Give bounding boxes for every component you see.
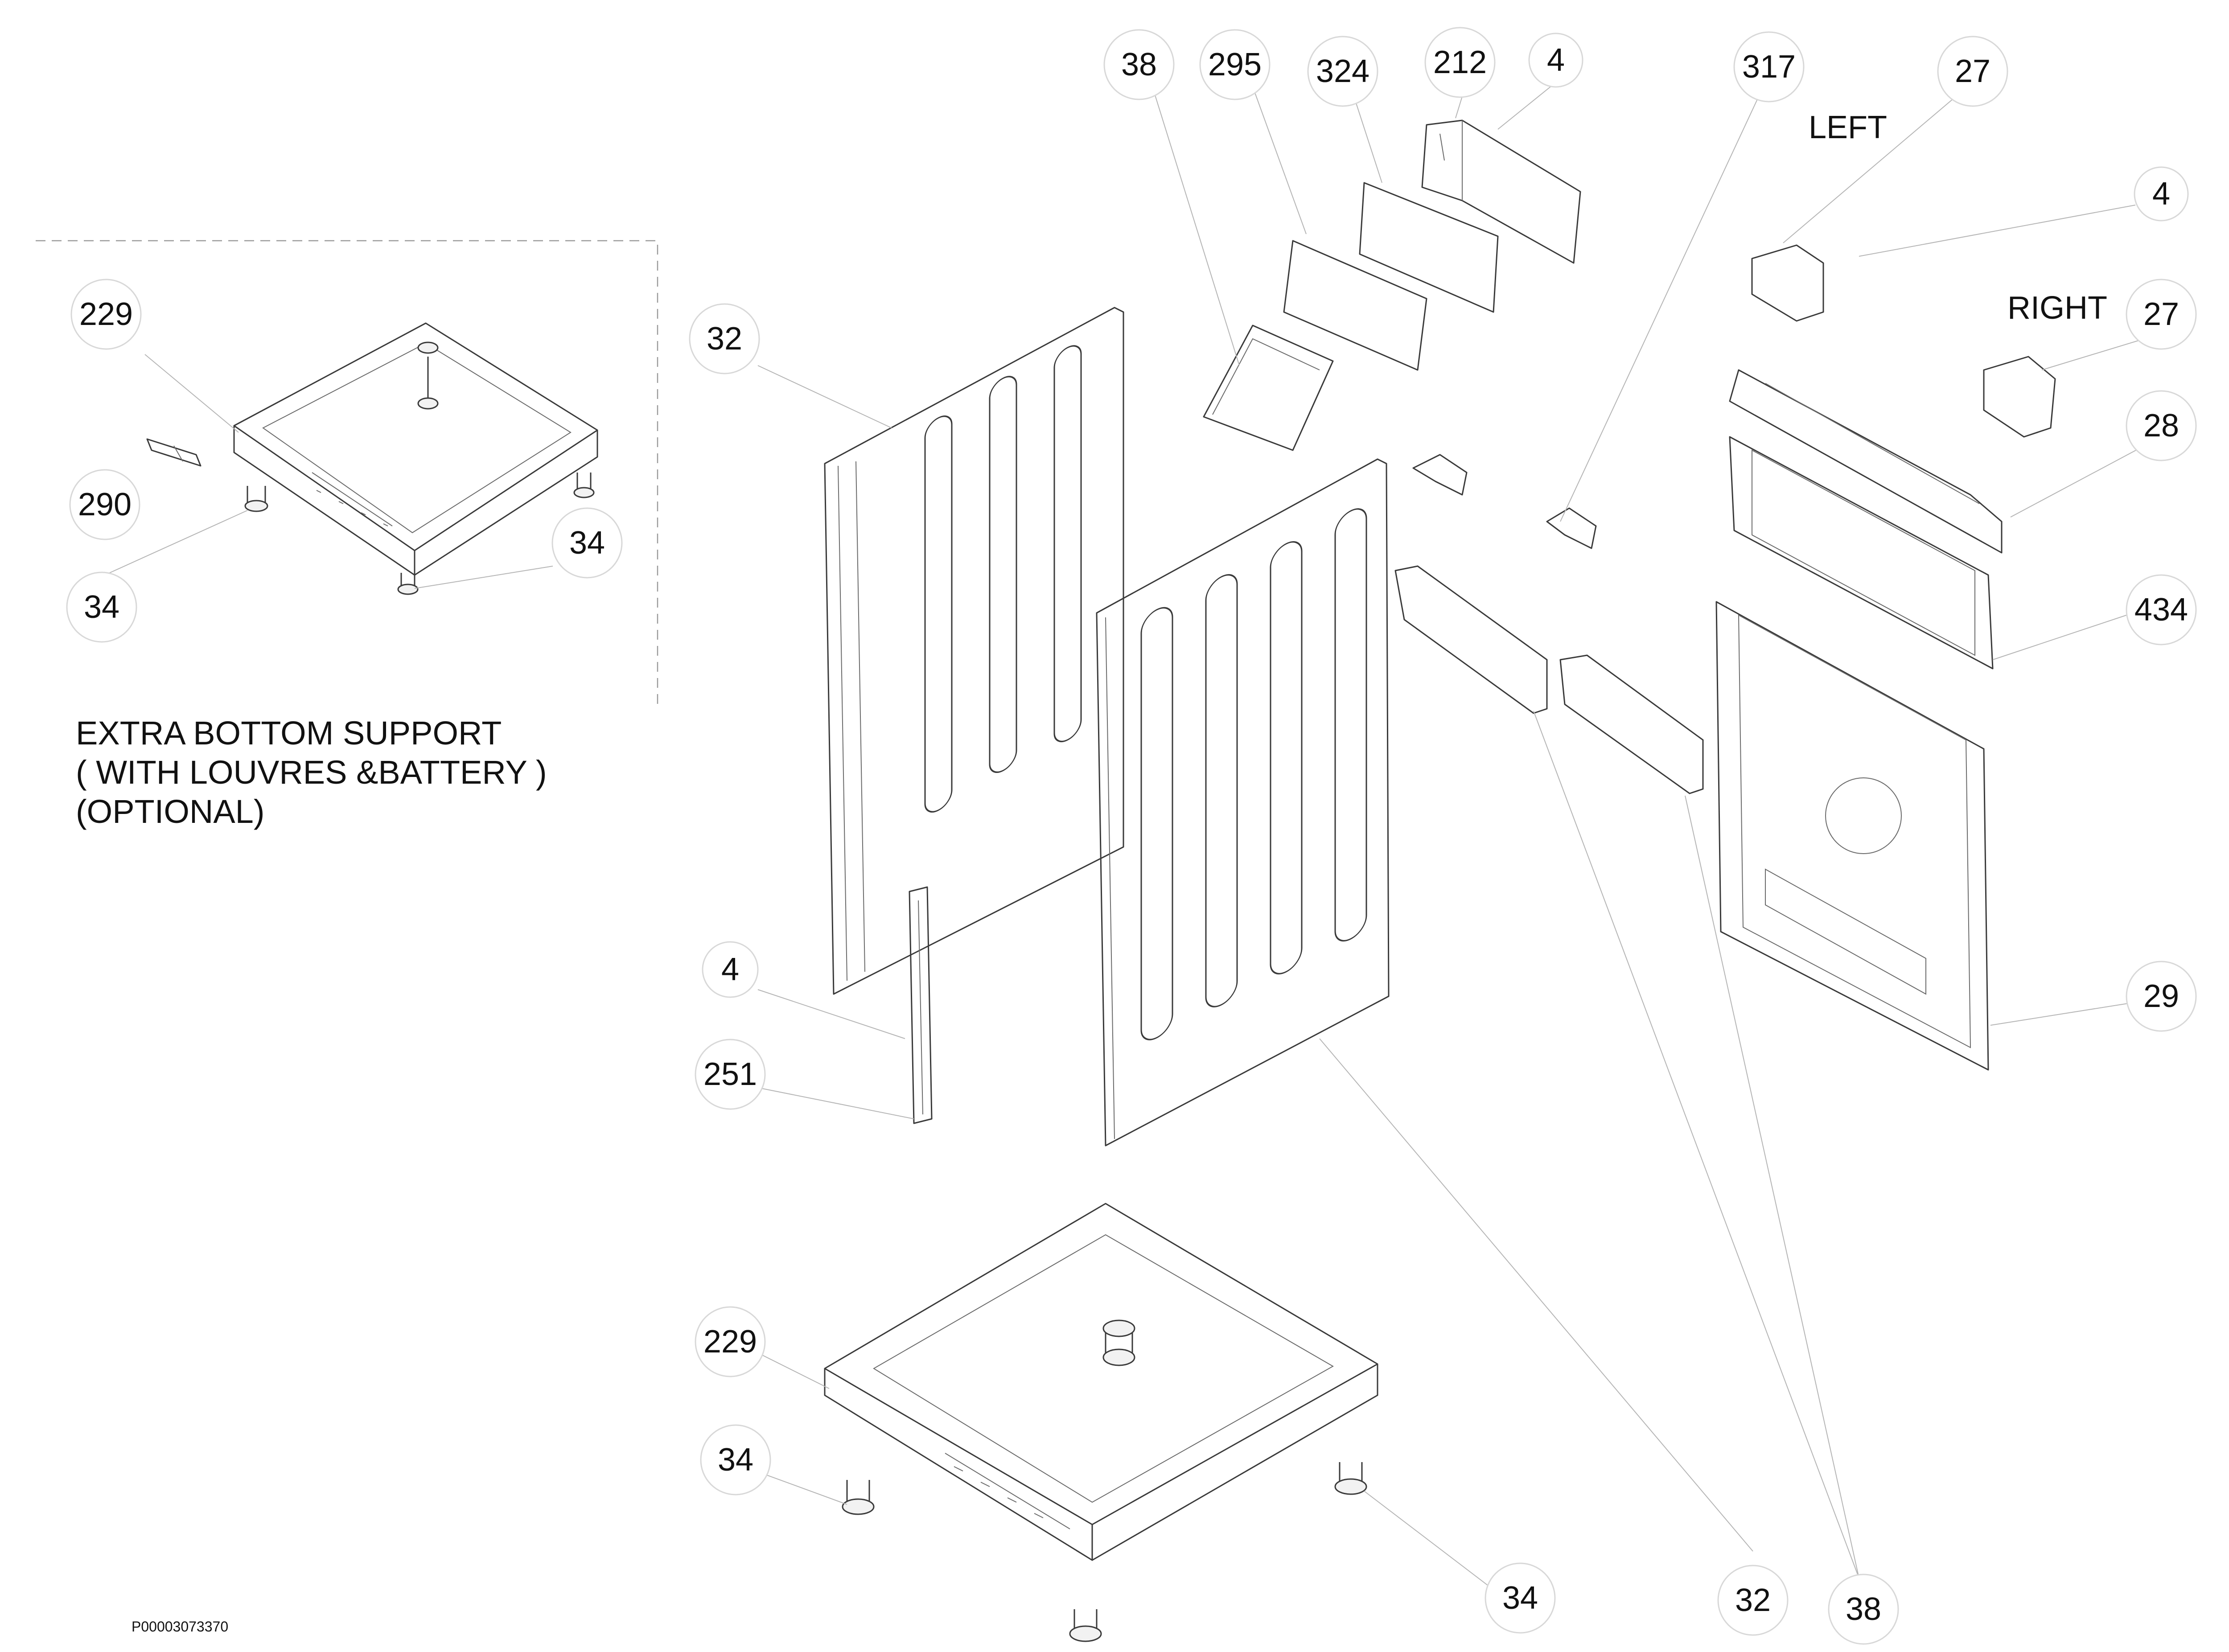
callout-229-main: 229 bbox=[695, 1306, 766, 1377]
svg-text:34: 34 bbox=[569, 525, 605, 561]
leader-lines bbox=[104, 80, 2145, 1587]
callout-38-top: 38 bbox=[1103, 29, 1175, 100]
svg-text:229: 229 bbox=[703, 1324, 757, 1360]
svg-text:290: 290 bbox=[78, 487, 132, 522]
note-line-1: EXTRA BOTTOM SUPPORT bbox=[76, 715, 502, 752]
small-clips bbox=[1394, 454, 1704, 794]
callout-317: 317 bbox=[1733, 31, 1805, 103]
battery-holder bbox=[146, 438, 202, 467]
main-feet bbox=[842, 1462, 1367, 1642]
callout-34-main-left: 34 bbox=[700, 1424, 771, 1496]
callout-27-right: 27 bbox=[2126, 279, 2197, 350]
svg-text:434: 434 bbox=[2134, 592, 2188, 628]
note-line-2: ( WITH LOUVRES &BATTERY ) bbox=[76, 754, 547, 791]
electronic-housing bbox=[1421, 119, 1581, 264]
control-panel bbox=[1729, 436, 1994, 670]
svg-text:32: 32 bbox=[707, 321, 742, 357]
svg-text:27: 27 bbox=[1955, 53, 1990, 89]
top-bracket bbox=[1203, 325, 1334, 451]
extra-bottom-support-frame bbox=[233, 322, 598, 576]
svg-text:4: 4 bbox=[2152, 176, 2170, 212]
callout-4-left: 4 bbox=[702, 941, 759, 998]
right-side-panel bbox=[1096, 458, 1390, 1147]
svg-text:212: 212 bbox=[1433, 45, 1487, 80]
svg-text:34: 34 bbox=[1502, 1580, 1538, 1616]
callout-229-inset: 229 bbox=[70, 279, 142, 350]
optional-support-note: EXTRA BOTTOM SUPPORT ( WITH LOUVRES &BAT… bbox=[76, 715, 547, 830]
front-frame bbox=[1715, 601, 1989, 1071]
note-line-3: (OPTIONAL) bbox=[76, 793, 264, 830]
svg-text:295: 295 bbox=[1208, 47, 1262, 82]
callout-290: 290 bbox=[69, 469, 140, 540]
svg-text:38: 38 bbox=[1846, 1591, 1881, 1627]
callout-32-upper: 32 bbox=[689, 303, 760, 374]
callout-32-lower: 32 bbox=[1717, 1565, 1789, 1636]
callout-295: 295 bbox=[1199, 29, 1271, 100]
insulation-pads bbox=[1283, 182, 1499, 371]
svg-text:28: 28 bbox=[2143, 408, 2179, 444]
callout-324: 324 bbox=[1307, 36, 1378, 107]
svg-text:324: 324 bbox=[1316, 53, 1369, 89]
vertical-bracket bbox=[909, 886, 933, 1124]
callout-27-left: 27 bbox=[1937, 36, 2008, 107]
left-side-panel bbox=[824, 307, 1124, 995]
callout-29: 29 bbox=[2126, 961, 2197, 1032]
callout-34-inset-left: 34 bbox=[66, 571, 137, 643]
svg-text:29: 29 bbox=[2143, 978, 2179, 1014]
callout-bubbles: 38 295 324 212 4 317 27 4 27 28 434 29 3… bbox=[66, 27, 2197, 1645]
svg-text:4: 4 bbox=[721, 952, 739, 987]
callout-251: 251 bbox=[695, 1039, 766, 1110]
svg-text:32: 32 bbox=[1735, 1582, 1771, 1618]
optional-inset-frame bbox=[36, 240, 658, 707]
callout-4-right: 4 bbox=[2134, 166, 2189, 222]
callout-34-inset-right: 34 bbox=[551, 507, 623, 579]
callout-4-top: 4 bbox=[1528, 33, 1583, 88]
svg-text:27: 27 bbox=[2143, 296, 2179, 332]
svg-text:251: 251 bbox=[703, 1056, 757, 1092]
left-hinge-label: LEFT bbox=[1809, 110, 1887, 145]
svg-text:229: 229 bbox=[79, 296, 133, 332]
right-hinge-label: RIGHT bbox=[2007, 290, 2107, 326]
callout-34-main-right: 34 bbox=[1485, 1562, 1556, 1634]
svg-text:34: 34 bbox=[718, 1442, 753, 1478]
callout-434: 434 bbox=[2126, 574, 2197, 645]
inset-feet bbox=[244, 473, 595, 595]
callout-28: 28 bbox=[2126, 390, 2197, 461]
front-top-frame bbox=[1729, 369, 2003, 554]
callout-212: 212 bbox=[1424, 27, 1496, 98]
svg-text:317: 317 bbox=[1742, 49, 1796, 85]
document-id: P00003073370 bbox=[132, 1619, 228, 1635]
bottom-frame bbox=[824, 1203, 1378, 1561]
svg-text:4: 4 bbox=[1547, 42, 1565, 78]
svg-text:38: 38 bbox=[1121, 47, 1157, 82]
svg-text:34: 34 bbox=[84, 589, 119, 625]
callout-38-lower: 38 bbox=[1828, 1574, 1899, 1645]
hinges bbox=[1751, 244, 2056, 438]
